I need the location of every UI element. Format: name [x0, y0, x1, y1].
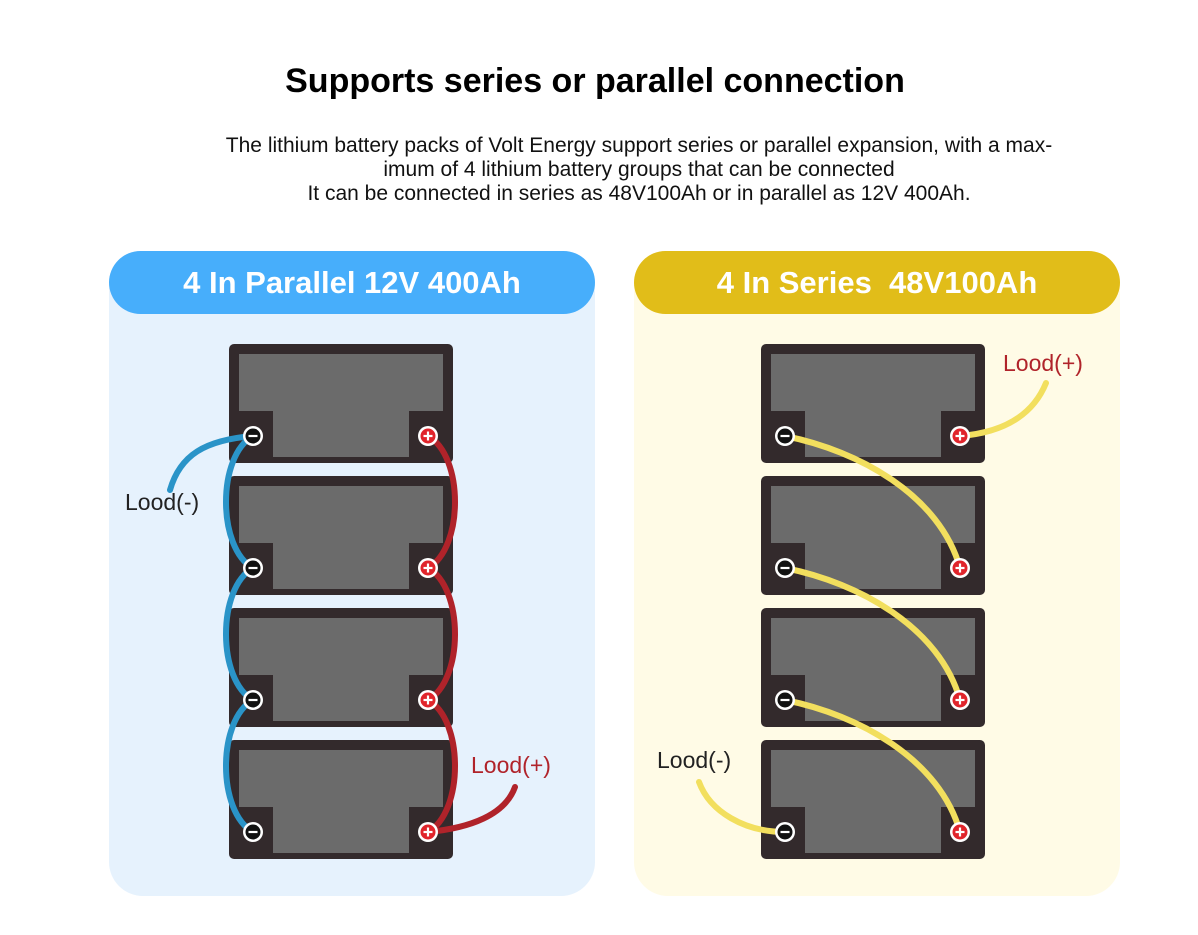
- description-line: imum of 4 lithium battery groups that ca…: [383, 158, 895, 181]
- positive-terminal-icon: [950, 690, 970, 710]
- positive-terminal-icon: [950, 822, 970, 842]
- description-line: It can be connected in series as 48V100A…: [307, 182, 971, 205]
- negative-terminal-icon: [243, 822, 263, 842]
- negative-wire: [223, 433, 256, 571]
- positive-wire: [425, 433, 458, 571]
- series-wire: [782, 433, 963, 571]
- load-positive-wire: [957, 380, 1049, 439]
- negative-terminal-icon: [775, 822, 795, 842]
- battery-face: [239, 750, 443, 853]
- negative-terminal-icon: [243, 426, 263, 446]
- battery: [761, 740, 985, 859]
- battery: [229, 476, 453, 595]
- positive-terminal-icon: [950, 426, 970, 446]
- negative-terminal-icon: [775, 426, 795, 446]
- description: The lithium battery packs of Volt Energy…: [150, 134, 1128, 206]
- negative-wire: [223, 565, 256, 703]
- negative-wire: [223, 697, 256, 835]
- battery: [761, 608, 985, 727]
- positive-terminal-icon: [418, 558, 438, 578]
- series-load-negative-label: Lood(-): [657, 747, 731, 773]
- battery-face: [239, 354, 443, 457]
- positive-wire: [425, 565, 458, 703]
- parallel-heading: 4 In Parallel 12V 400Ah: [109, 251, 595, 314]
- load-negative-wire: [696, 779, 788, 835]
- positive-terminal-icon: [418, 426, 438, 446]
- battery: [229, 740, 453, 859]
- load-negative-wire: [167, 433, 256, 493]
- positive-terminal-icon: [418, 822, 438, 842]
- series-load-positive-label: Lood(+): [1003, 350, 1083, 376]
- battery: [229, 344, 453, 463]
- battery: [761, 476, 985, 595]
- positive-wire: [425, 697, 458, 835]
- negative-terminal-icon: [243, 690, 263, 710]
- series-heading: 4 In Series 48V100Ah: [634, 251, 1120, 314]
- parallel-load-negative-label: Lood(-): [125, 489, 199, 515]
- negative-terminal-icon: [775, 690, 795, 710]
- battery-face: [771, 750, 975, 853]
- parallel-load-positive-label: Lood(+): [471, 752, 551, 778]
- battery-face: [771, 618, 975, 721]
- positive-terminal-icon: [418, 690, 438, 710]
- battery-face: [771, 486, 975, 589]
- positive-terminal-icon: [950, 558, 970, 578]
- load-positive-wire: [425, 784, 518, 835]
- description-line: The lithium battery packs of Volt Energy…: [225, 134, 1053, 157]
- battery-face: [239, 618, 443, 721]
- negative-terminal-icon: [775, 558, 795, 578]
- series-wire: [782, 565, 963, 703]
- battery-face: [771, 354, 975, 457]
- page-title: Supports series or parallel connection: [285, 62, 905, 100]
- battery: [229, 608, 453, 727]
- negative-terminal-icon: [243, 558, 263, 578]
- battery: [761, 344, 985, 463]
- series-wire: [782, 697, 963, 835]
- battery-face: [239, 486, 443, 589]
